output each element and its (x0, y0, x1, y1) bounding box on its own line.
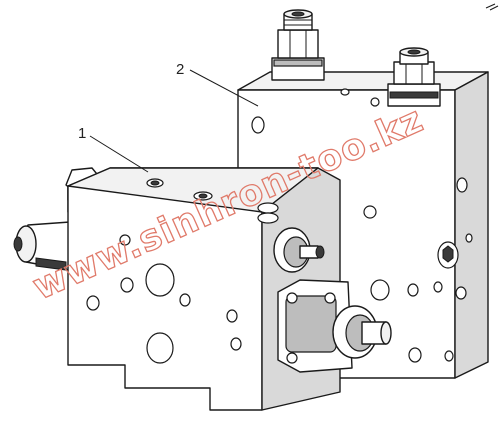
pressure-sensor (273, 227, 325, 273)
leader-lines (89, 69, 259, 173)
solenoid-valve (277, 279, 392, 373)
corner-mark (485, 3, 499, 11)
callout-label-1: 1 (78, 125, 86, 142)
callout-label-2: 2 (176, 61, 184, 78)
fitting-right-block-2 (387, 47, 441, 107)
fitting-left-block-2 (271, 9, 325, 81)
